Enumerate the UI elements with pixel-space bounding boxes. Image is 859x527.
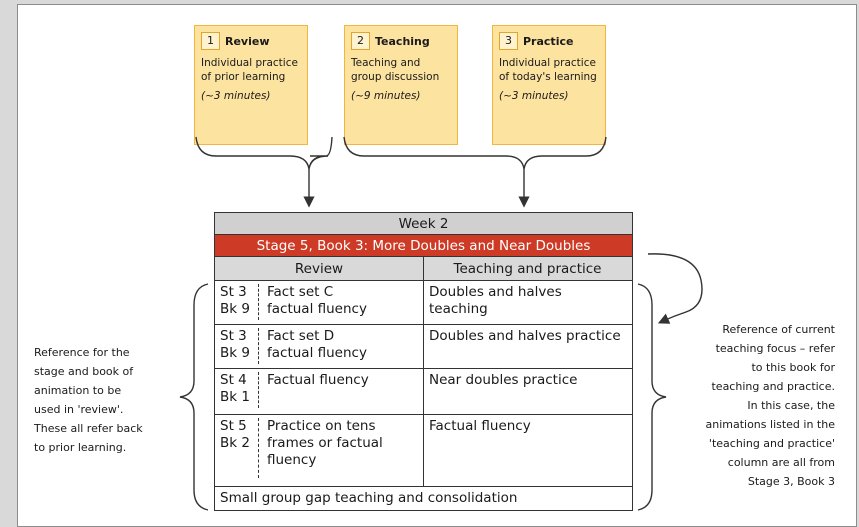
stage-callout-arrow: [647, 253, 703, 324]
left-brace: [179, 283, 209, 511]
card-desc-line: of today's learning: [499, 71, 597, 83]
teaching-activity: Near doubles practice: [429, 372, 578, 388]
practice-card: 3 Practice Individual practice of today'…: [492, 25, 606, 145]
review-column-header: Review: [294, 261, 344, 277]
teaching-activity: Doubles and halves practice: [429, 328, 621, 344]
connector-lines: [179, 136, 703, 511]
card-number: 1: [201, 32, 220, 50]
card-title: Review: [225, 34, 270, 48]
card-desc-line: group discussion: [351, 71, 440, 83]
diagram-page: 1 Review Individual practice of prior le…: [17, 4, 857, 527]
teaching-reference-note: Reference of current teaching focus – re…: [705, 323, 835, 488]
week-schedule-table: Week 2 Stage 5, Book 3: More Doubles and…: [214, 212, 633, 511]
teaching-card: 2 Teaching Teaching and group discussion…: [344, 25, 458, 145]
teaching-activity: Factual fluency: [429, 418, 531, 434]
card-number: 3: [499, 32, 518, 50]
dashed-divider: [258, 328, 259, 364]
stage-book-bar: Stage 5, Book 3: More Doubles and Near D…: [215, 235, 632, 257]
card-desc-line: Teaching and: [351, 57, 421, 69]
review-activity: Factual fluency: [267, 372, 369, 388]
card-desc-line: of prior learning: [201, 71, 286, 83]
card-desc-line: Individual practice: [499, 57, 596, 69]
dashed-divider: [258, 284, 259, 320]
review-reference-note: Reference for the stage and book of anim…: [34, 346, 143, 454]
teaching-column-header: Teaching and practice: [453, 261, 602, 277]
card-title: Practice: [523, 34, 574, 48]
card-title: Teaching: [375, 34, 430, 48]
week-title: Week 2: [215, 213, 632, 235]
dashed-divider: [258, 372, 259, 408]
card-number: 2: [351, 32, 370, 50]
card-desc-line: Individual practice: [201, 57, 298, 69]
review-brace: [195, 136, 333, 170]
table-footer: Small group gap teaching and consolidati…: [220, 490, 518, 506]
review-card: 1 Review Individual practice of prior le…: [194, 25, 308, 145]
teaching-brace: [343, 136, 607, 170]
dashed-divider: [258, 418, 259, 478]
card-time: (~3 minutes): [201, 90, 271, 102]
column-divider: [423, 257, 424, 486]
right-brace: [637, 283, 667, 511]
card-time: (~9 minutes): [351, 90, 421, 102]
card-time: (~3 minutes): [499, 90, 569, 102]
